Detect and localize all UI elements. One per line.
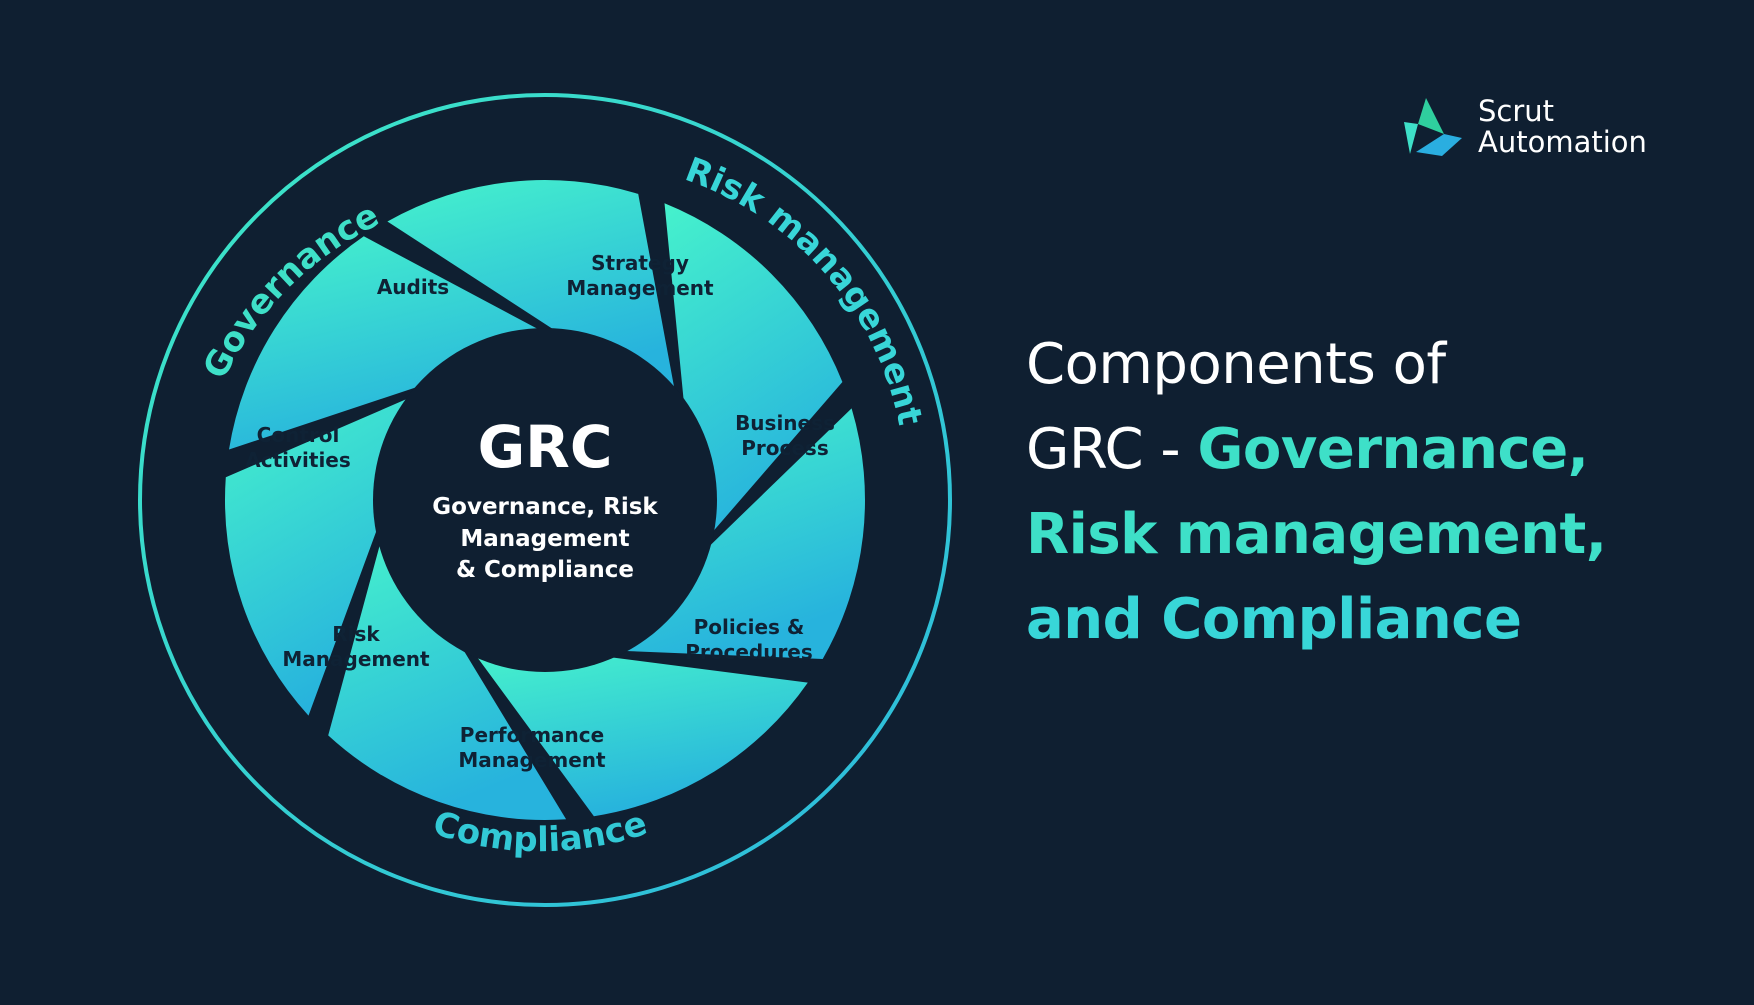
hero-headline: Components of GRC - Governance, Risk man…: [1026, 322, 1726, 662]
brand-logo: Scrut Automation: [1396, 94, 1676, 164]
segment-business: [619, 408, 865, 659]
segment-label-policies-2: Procedures: [685, 640, 813, 664]
segment-policies: [473, 652, 808, 817]
brand-name-line-1: Scrut: [1478, 94, 1555, 128]
segment-label-strategy-1: Strategy: [591, 251, 689, 275]
segment-label-strategy-2: Management: [566, 276, 714, 300]
segment-control: [229, 236, 544, 450]
headline-line-3: Risk management,: [1026, 502, 1607, 567]
segment-label-performance-2: Management: [458, 748, 606, 772]
scrut-logo-icon: [1404, 98, 1462, 156]
brand-wordmark: Scrut Automation: [1478, 96, 1647, 158]
outer-ring: [138, 93, 952, 907]
segment-label-business-1: Business: [735, 411, 835, 435]
center-subtitle-line-3: & Compliance: [456, 557, 634, 583]
headline-line-4: and Compliance: [1026, 587, 1522, 652]
center-subtitle-line-2: Management: [460, 526, 629, 552]
segment-label-policies-1: Policies &: [694, 615, 805, 639]
segment-label-control-2: Activities: [245, 448, 351, 472]
segment-label-performance-1: Performance: [460, 723, 604, 747]
segment-label-business-2: Process: [741, 436, 829, 460]
center-subtitle-line-1: Governance, Risk: [432, 494, 658, 520]
segment-label-risk-1: Risk: [332, 622, 380, 646]
headline-line-2-highlight: Governance,: [1197, 417, 1589, 482]
headline-line-2-prefix: GRC -: [1026, 417, 1198, 482]
segment-label-risk-2: Management: [282, 647, 430, 671]
headline-line-1: Components of: [1026, 332, 1446, 397]
center-hub: [373, 328, 717, 672]
segment-group: [224, 180, 865, 820]
segment-label-control-1: Control: [257, 423, 340, 447]
center-title: GRC: [478, 413, 613, 481]
segment-risk: [224, 396, 413, 716]
segment-performance: [328, 538, 567, 820]
segment-label-audits-1: Audits: [377, 275, 449, 299]
brand-name-line-2: Automation: [1478, 125, 1647, 159]
